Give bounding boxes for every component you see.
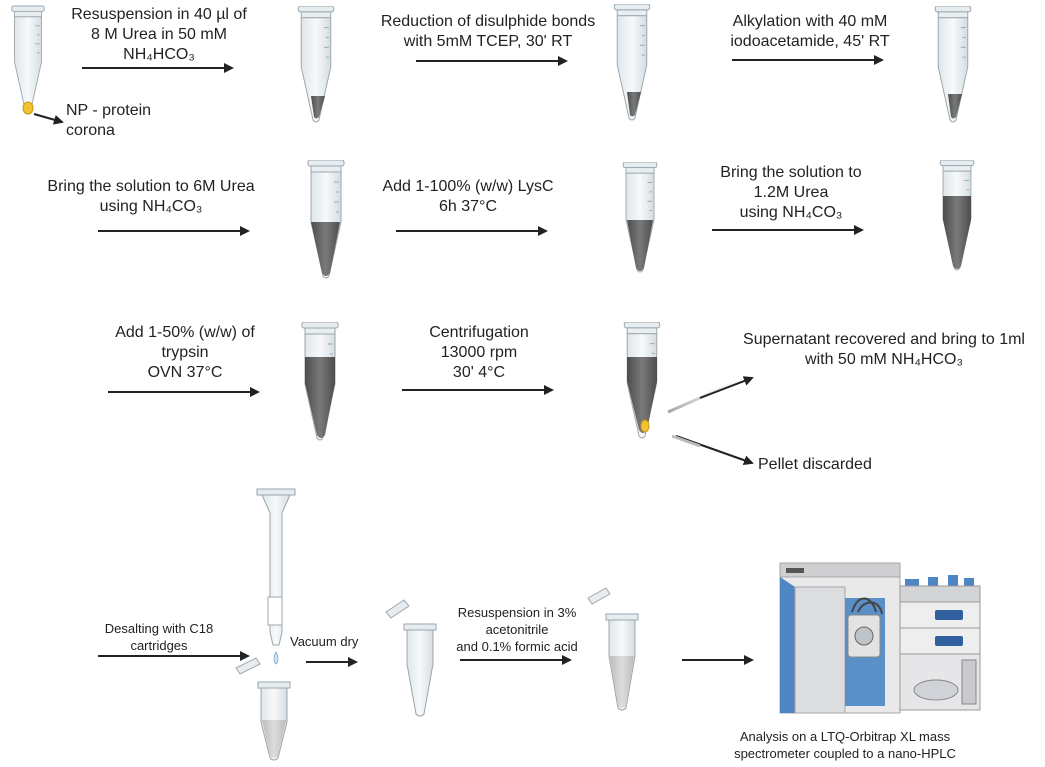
- tube-alkylated: [934, 6, 972, 123]
- label-resuspension: Resuspension in 40 µl of 8 M Urea in 50 …: [71, 6, 247, 63]
- arrow-np-label: [33, 113, 64, 125]
- label-pellet: Pellet discarded: [758, 456, 872, 473]
- label-centrifugation: Centrifugation 13000 rpm 30' 4°C: [429, 324, 529, 381]
- tube-alkylation-input: [613, 4, 651, 121]
- label-reduction: Reduction of disulphide bonds with 5mM T…: [380, 13, 596, 50]
- tube-centrifuged: [623, 322, 661, 439]
- label-alkylation: Alkylation with 40 mM iodoacetamide, 45'…: [730, 13, 890, 50]
- tube-reduction-input: [297, 6, 335, 123]
- tube-np-corona: [11, 5, 45, 115]
- tube-trypsin: [301, 322, 339, 441]
- label-np-corona: NP - protein corona: [66, 102, 152, 139]
- tube-desalted: [235, 657, 291, 761]
- mass-spectrometer-icon: [779, 562, 981, 714]
- tube-lysc: [622, 162, 658, 273]
- tube-urea12: [939, 160, 975, 271]
- label-trypsin: Add 1-50% (w/w) of trypsin OVN 37°C: [115, 324, 255, 381]
- label-supernatant: Supernatant recovered and bring to 1ml w…: [743, 331, 1025, 368]
- tube-dried: [385, 599, 437, 717]
- arrow-supernatant: [699, 376, 754, 399]
- label-vacuum: Vacuum dry: [290, 634, 359, 649]
- tube-urea6: [307, 160, 345, 279]
- label-urea6: Bring the solution to 6M Urea using NH₄C…: [47, 178, 255, 215]
- c18-cartridge: [256, 488, 296, 665]
- label-desalting: Desalting with C18 cartridges: [104, 621, 214, 653]
- label-analysis: Analysis on a LTQ-Orbitrap XL mass spect…: [734, 729, 956, 761]
- label-urea12: Bring the solution to 1.2M Urea using NH…: [720, 164, 862, 221]
- label-lysc: Add 1-100% (w/w) LysC 6h 37°C: [382, 178, 554, 215]
- label-resusp2: Resuspension in 3% acetonitrile and 0.1%…: [456, 605, 578, 654]
- tube-resuspended: [587, 587, 639, 711]
